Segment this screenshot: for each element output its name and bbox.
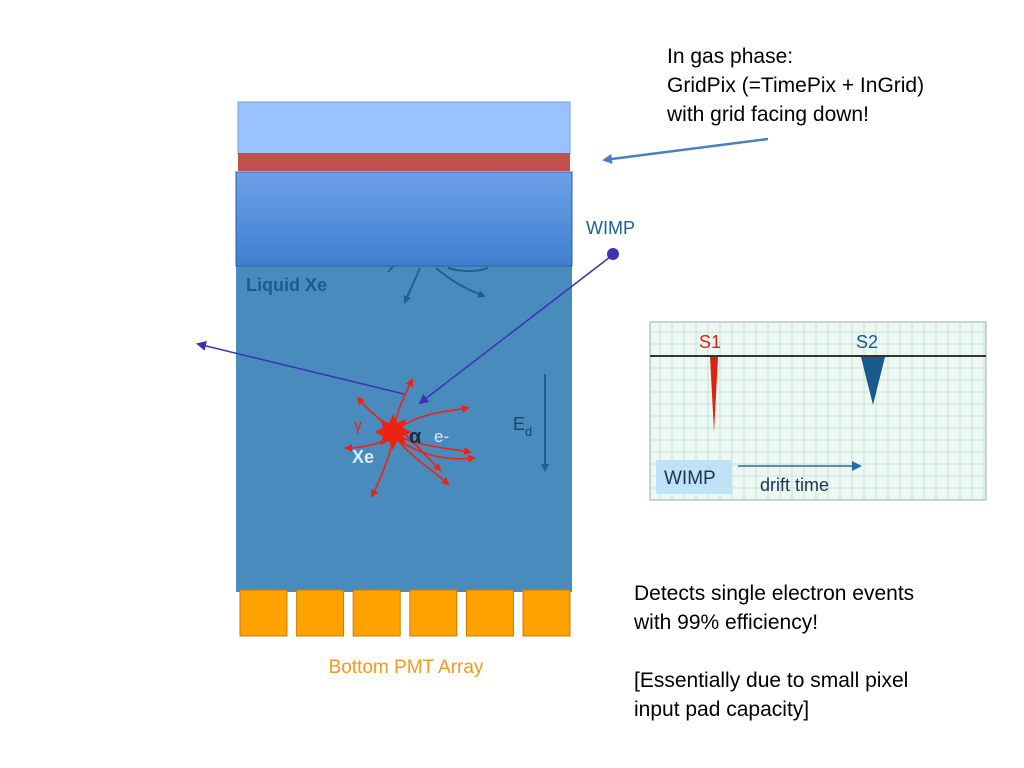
gas-phase-top-layer: [237, 101, 571, 155]
drift-field-subscript: d: [525, 424, 532, 439]
s1-pulse: [710, 357, 718, 432]
signal-panel: S1 S2 WIMP drift time: [649, 321, 987, 501]
s2-light-rays: [387, 263, 489, 304]
gas-phase-pointer-arrow: [602, 137, 769, 164]
electron-label: e-: [434, 427, 449, 446]
s2-label: S2: [856, 332, 878, 352]
pmt-tube: [352, 589, 401, 637]
gas-phase-note: In gas phase: GridPix (=TimePix + InGrid…: [667, 42, 924, 129]
drift-time-label: drift time: [760, 475, 829, 495]
detect-note-line-2: with 99% efficiency!: [634, 611, 819, 634]
pmt-tube: [522, 589, 571, 637]
interaction-star: [374, 414, 412, 450]
detect-note: Detects single electron events with 99% …: [634, 579, 914, 724]
bottom-pmt-array: [239, 589, 571, 637]
drift-field-label: Ed: [513, 414, 532, 439]
drift-field-symbol: E: [513, 414, 525, 434]
liquid-xe-label: Liquid Xe: [246, 275, 327, 295]
gas-phase-note-line-1: In gas phase:: [667, 45, 794, 68]
gridpix-grid-band: [238, 153, 570, 171]
detect-note-line-5: input pad capacity]: [634, 698, 810, 721]
xe-label: Xe: [352, 447, 374, 467]
pmt-tube: [409, 589, 458, 637]
pmt-tube: [239, 589, 288, 637]
wimp-box: [656, 460, 732, 494]
alpha-label: α: [409, 426, 422, 448]
pmt-array-label: Bottom PMT Array: [329, 657, 484, 678]
gas-phase-note-line-3: with grid facing down!: [667, 103, 869, 126]
detect-note-line-4: [Essentially due to small pixel: [634, 669, 909, 692]
gas-phase-note-line-2: GridPix (=TimePix + InGrid): [667, 74, 925, 97]
interaction-burst: [344, 378, 476, 498]
gamma-label: γ: [354, 417, 362, 434]
gas-phase-region: [235, 171, 573, 267]
signal-panel-grid: [651, 323, 985, 499]
wimp-box-label: WIMP: [664, 468, 716, 489]
detect-note-spacer: [634, 637, 914, 666]
pmt-tube: [465, 589, 514, 637]
s1-label: S1: [699, 332, 721, 352]
wimp-incoming-arrow: [418, 256, 611, 405]
wimp-outgoing-arrow: [196, 341, 405, 395]
detect-note-line-1: Detects single electron events: [634, 582, 915, 605]
pmt-tube: [296, 589, 345, 637]
wimp-label: WIMP: [586, 218, 635, 238]
s2-pulse: [861, 357, 885, 405]
